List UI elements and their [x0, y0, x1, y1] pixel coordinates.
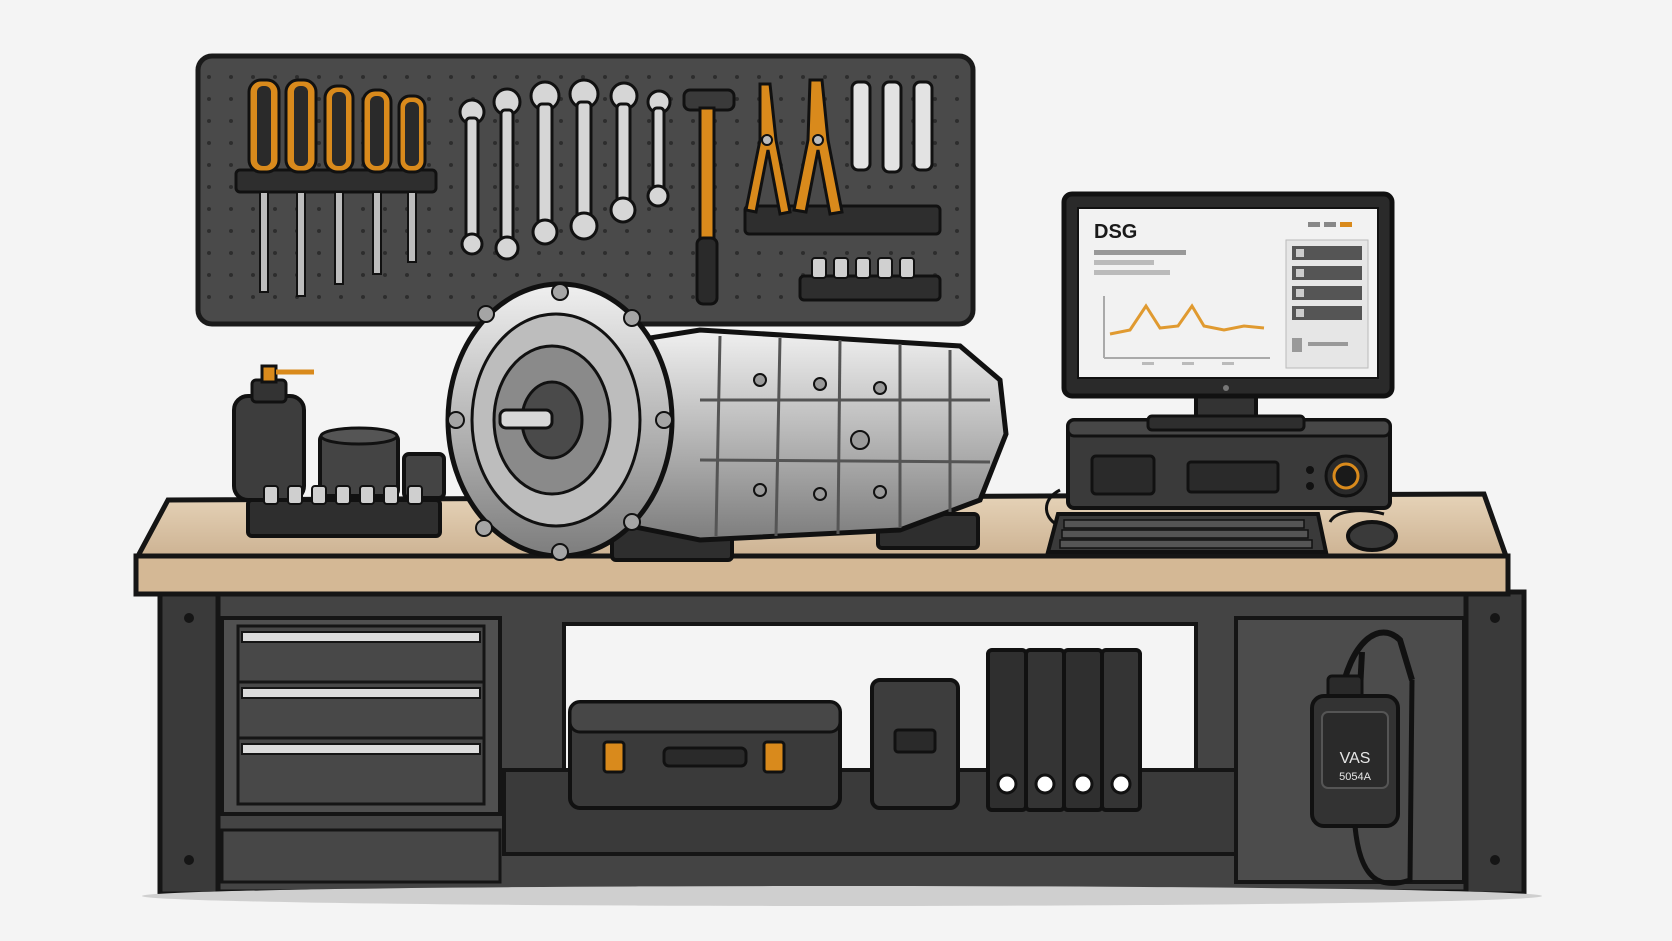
binders: [986, 648, 1142, 812]
keyboard-icon[interactable]: [1045, 512, 1329, 554]
wrench-icon: [529, 80, 561, 246]
socket-holders: [850, 80, 934, 174]
binder-icon: [1062, 648, 1104, 812]
wrench-icon: [646, 89, 672, 208]
oil-bottle-icon: [232, 364, 314, 502]
side-panel-item[interactable]: [1292, 306, 1362, 320]
screwdriver-icon: [361, 88, 393, 275]
interface-label-line2: 5054A: [1339, 771, 1371, 783]
socket-tray: [798, 257, 942, 302]
diagnostic-app: DSG: [1094, 221, 1369, 369]
side-panel-item[interactable]: [1292, 246, 1362, 260]
binder-icon: [986, 648, 1028, 812]
screwdriver-icon: [247, 78, 281, 293]
binder-icon: [1024, 648, 1066, 812]
volume-knob-icon[interactable]: [1324, 454, 1368, 498]
computer-workstation: DSG: [1045, 191, 1398, 554]
desktop-unit: [1066, 418, 1392, 510]
dsg-transmission-icon: [445, 281, 1009, 562]
drawer[interactable]: [236, 680, 486, 740]
socket-icon: [912, 80, 934, 172]
wrench-icon: [609, 81, 639, 224]
side-panel-item[interactable]: [1292, 286, 1362, 300]
drawer[interactable]: [236, 624, 486, 684]
wrench-icon: [568, 78, 600, 241]
grease-can-icon: [318, 426, 400, 498]
drawer[interactable]: [236, 736, 486, 806]
screwdriver-icon: [284, 78, 318, 297]
pliers-icon: [744, 82, 792, 216]
toolbox-icon: [568, 700, 842, 810]
wrench-icon: [458, 98, 486, 256]
socket-icon: [881, 80, 903, 174]
side-panel-item[interactable]: [1292, 338, 1348, 352]
socket-tray-bench: [246, 485, 442, 538]
screwdriver-rack: [234, 78, 438, 297]
socket-icon: [850, 80, 872, 172]
pliers-rack: [743, 78, 942, 236]
wrench-icon: [492, 87, 522, 261]
side-panel-item[interactable]: [1292, 266, 1362, 280]
screwdriver-icon: [323, 84, 355, 285]
hammer-icon: [682, 88, 736, 306]
drawer-cabinet: [220, 616, 502, 884]
app-title: DSG: [1094, 221, 1137, 243]
wrench-set: [458, 78, 672, 261]
mouse-icon[interactable]: [1328, 509, 1398, 552]
screwdriver-icon: [397, 94, 427, 263]
interface-label-line1: VAS: [1340, 750, 1371, 767]
storage-case-icon: [870, 678, 960, 810]
diagnostic-interface: VAS 5054A: [1310, 629, 1415, 886]
binder-icon: [1100, 648, 1142, 812]
pliers-icon: [792, 78, 844, 216]
line-graph: [1103, 296, 1270, 365]
monitor: DSG: [1061, 191, 1395, 399]
